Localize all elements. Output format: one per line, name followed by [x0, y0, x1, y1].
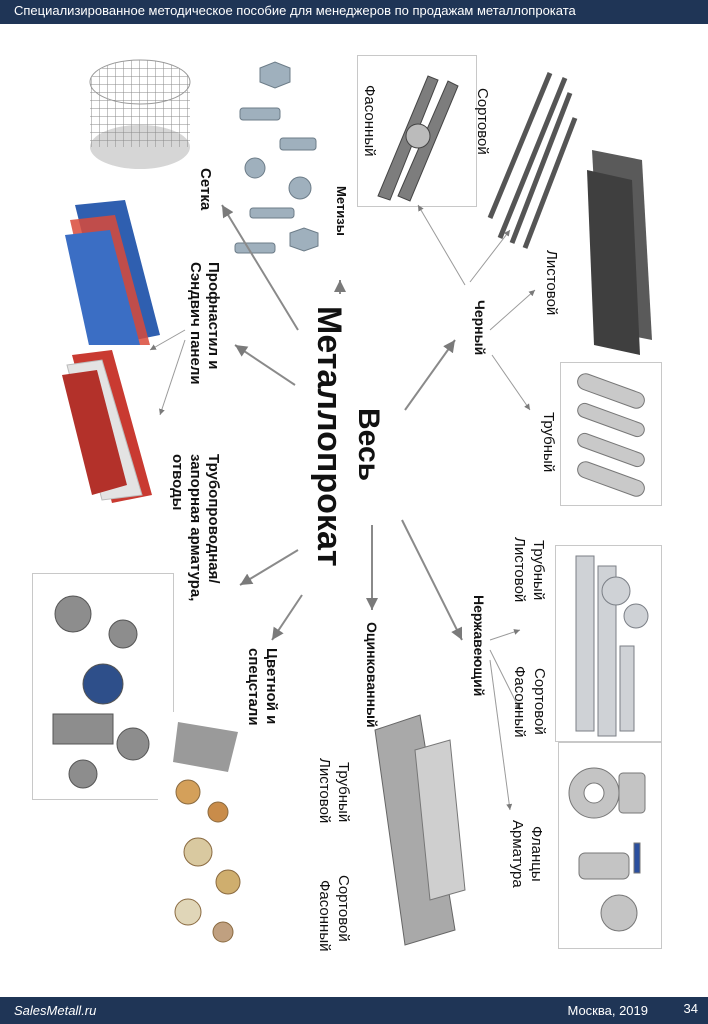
footer-city-year: Москва, 2019 — [567, 1003, 648, 1018]
profiled-sheet-image — [65, 195, 165, 350]
galvanized-profiles-image — [360, 710, 470, 950]
subtype-nerzh-fasonny: Фасонный — [511, 666, 528, 738]
steel-sheets-image — [572, 140, 660, 360]
subtype-nerzh-sortovoy: Сортовой — [531, 668, 548, 735]
footer-site: SalesMetall.ru — [14, 1003, 97, 1018]
subtype-nerzh-armatura: Арматура — [509, 820, 526, 888]
center-title-main: Металлопрокат — [310, 306, 348, 567]
stainless-products-image — [555, 545, 662, 742]
long-products-image — [480, 58, 578, 253]
category-nerzhaveyushchiy: Нержавеющий — [471, 595, 487, 697]
subtype-nerzh-flancy: Фланцы — [528, 826, 545, 882]
subtype-ocink-fasonny: Фасонный — [316, 880, 333, 952]
subtype-cherny-sortovoy: Сортовой — [474, 88, 491, 155]
subtype-nerzh-listovoy: Листовой — [511, 537, 528, 603]
category-metizy: Метизы — [334, 186, 349, 236]
category-truboprovod: Трубопроводная/ запорная арматура, отвод… — [169, 454, 222, 602]
header-bar: Специализированное методическое пособие … — [0, 0, 708, 24]
page-number: 34 — [683, 1001, 698, 1016]
category-setka: Сетка — [197, 168, 214, 211]
header-title: Специализированное методическое пособие … — [14, 3, 576, 18]
subtype-cherny-trubny: Трубный — [540, 412, 557, 473]
category-cherny: Черный — [472, 300, 488, 356]
center-title-top: Весь — [352, 408, 385, 482]
fasteners-image — [220, 48, 348, 268]
flanges-fittings-image — [558, 742, 662, 949]
subtype-ocink-listovoy: Листовой — [316, 758, 333, 824]
category-cvetnoy: Цветной и спецстали — [245, 648, 280, 726]
subtype-ocink-trubny: Трубный — [335, 762, 352, 823]
mesh-roll-image — [75, 52, 210, 182]
sandwich-panels-image — [62, 345, 162, 505]
footer-bar: SalesMetall.ru Москва, 2019 34 — [0, 997, 708, 1024]
steel-pipes-image — [560, 362, 662, 506]
category-ocinkovanny: Оцинкованный — [364, 622, 380, 728]
pipeline-valves-image — [32, 573, 174, 800]
subtype-cherny-fasonny: Фасонный — [361, 85, 378, 157]
subtype-nerzh-trubny: Трубный — [530, 540, 547, 601]
subtype-ocink-sortovoy: Сортовой — [335, 875, 352, 942]
category-profnastil: Профнастил и Сэндвич панели — [187, 262, 222, 385]
subtype-cherny-listovoy: Листовой — [543, 250, 560, 316]
shaped-steel-image — [357, 55, 477, 207]
non-ferrous-metals-image — [158, 712, 258, 952]
